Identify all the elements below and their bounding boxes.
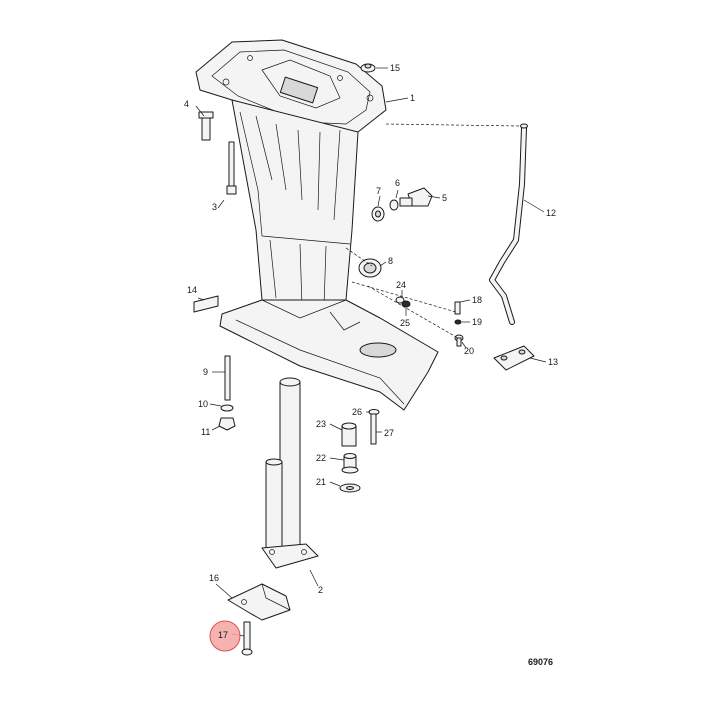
callout-25[interactable]: 25 xyxy=(400,318,410,328)
callout-12[interactable]: 12 xyxy=(546,208,556,218)
part-14-decal xyxy=(193,295,219,313)
callout-labels: 1 2 3 4 5 6 7 8 9 10 11 12 13 14 15 16 1… xyxy=(184,63,558,640)
callout-22[interactable]: 22 xyxy=(316,453,326,463)
part-11-nut xyxy=(218,417,236,431)
callout-7[interactable]: 7 xyxy=(376,186,381,196)
callout-9[interactable]: 9 xyxy=(203,367,208,377)
part-6-washer xyxy=(389,199,399,211)
part-17-screw xyxy=(241,621,253,656)
callout-23[interactable]: 23 xyxy=(316,419,326,429)
callout-11[interactable]: 11 xyxy=(201,427,210,437)
highlight-marker xyxy=(209,620,241,652)
part-16-bracket xyxy=(227,583,291,621)
part-4-bolt xyxy=(198,111,214,141)
reference-lines xyxy=(345,123,521,339)
part-3-stud xyxy=(226,141,237,195)
callout-3[interactable]: 3 xyxy=(212,202,217,212)
figure-number: 69076 xyxy=(528,657,553,667)
part-7-seal xyxy=(371,206,385,222)
callout-2[interactable]: 2 xyxy=(318,585,323,595)
driveshaft-housing xyxy=(195,39,439,411)
part-9-stud xyxy=(224,355,231,401)
callout-1[interactable]: 1 xyxy=(410,93,415,103)
callout-15[interactable]: 15 xyxy=(390,63,400,73)
part-8-seal xyxy=(358,258,382,278)
callout-14[interactable]: 14 xyxy=(187,285,197,295)
part-18-pin xyxy=(454,301,461,315)
callout-4[interactable]: 4 xyxy=(184,99,189,109)
part-5-fitting xyxy=(399,187,433,207)
part-20-screw xyxy=(454,334,464,347)
callout-8[interactable]: 8 xyxy=(388,256,393,266)
callout-21[interactable]: 21 xyxy=(316,477,326,487)
part-19-oring xyxy=(454,319,462,325)
water-tube-assembly xyxy=(261,377,319,569)
callout-20[interactable]: 20 xyxy=(464,346,474,356)
callout-27[interactable]: 27 xyxy=(384,428,394,438)
callout-10[interactable]: 10 xyxy=(198,399,208,409)
part-10-washer xyxy=(220,404,234,412)
part-24-washer xyxy=(395,296,405,304)
part-25-nut xyxy=(401,300,411,308)
callout-24[interactable]: 24 xyxy=(396,280,406,290)
callout-17[interactable]: 17 xyxy=(218,630,228,640)
callout-26[interactable]: 26 xyxy=(352,407,362,417)
callout-13[interactable]: 13 xyxy=(548,357,558,367)
part-15-nut xyxy=(360,63,376,73)
part-13-grommet xyxy=(493,345,535,371)
callout-16[interactable]: 16 xyxy=(209,573,219,583)
callout-5[interactable]: 5 xyxy=(442,193,447,203)
part-23-bushing xyxy=(341,422,357,447)
part-22-bushing xyxy=(341,453,359,474)
part-27-bolt xyxy=(370,413,377,445)
callout-18[interactable]: 18 xyxy=(472,295,482,305)
part-12-water-tube xyxy=(489,123,528,325)
part-21-washer xyxy=(339,483,361,493)
callout-6[interactable]: 6 xyxy=(395,178,400,188)
callout-19[interactable]: 19 xyxy=(472,317,482,327)
